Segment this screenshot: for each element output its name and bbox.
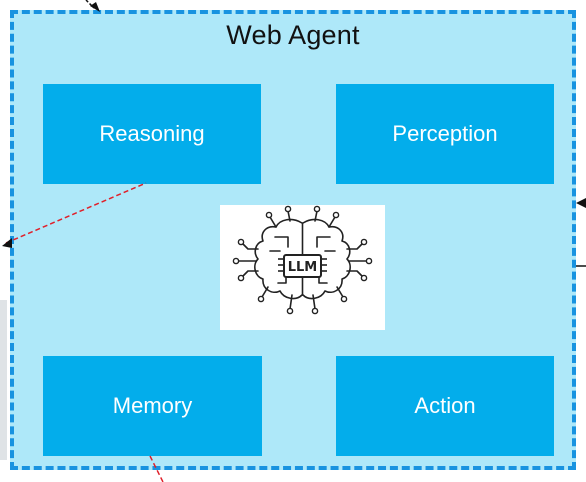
llm-brain-card: LLM (220, 205, 385, 330)
web-agent-title: Web Agent (226, 20, 360, 50)
perception-connector (576, 198, 586, 267)
background-fragment (0, 300, 7, 460)
memory-label: Memory (112, 393, 193, 418)
llm-label: LLM (288, 260, 318, 275)
perception-module: Perception (336, 84, 554, 184)
llm-brain-icon: LLM (232, 205, 373, 315)
action-module: Action (336, 356, 554, 456)
arrowhead-icon (576, 198, 586, 208)
perception-label: Perception (392, 121, 498, 146)
reasoning-label: Reasoning (99, 121, 205, 146)
memory-module: Memory (43, 356, 262, 456)
action-label: Action (414, 393, 476, 418)
reasoning-module: Reasoning (43, 84, 261, 184)
